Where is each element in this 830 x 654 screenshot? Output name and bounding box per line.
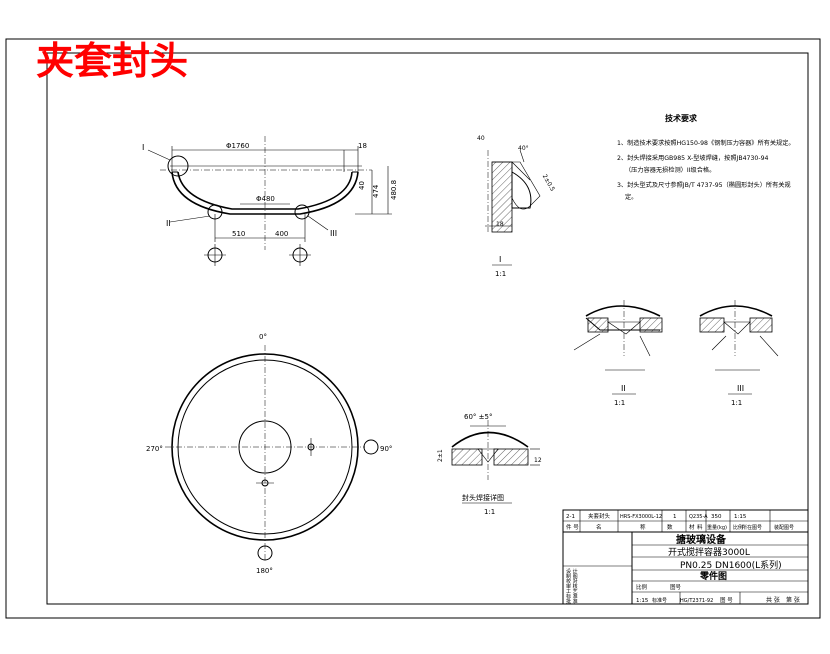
tech-req-item-2: 2、封头焊接采用GB985 X-型坡焊缝，按照JB4730-94 <box>617 154 769 162</box>
part-number: 2-1 <box>566 514 575 520</box>
detail-II: II 1:1 <box>573 300 663 407</box>
weld-angle: 60° ±5° <box>464 413 492 421</box>
approval-check: 校 对 <box>566 578 578 585</box>
hdr-name2: 称 <box>640 523 646 531</box>
main-section-view: Φ1760 18 Φ480 40 474 480.8 510 400 I II … <box>142 136 398 266</box>
tech-req-item-3b: 定。 <box>625 193 637 201</box>
misc-standard-no: HG/T2371-92 <box>680 598 713 604</box>
angle-0: 0° <box>259 333 267 341</box>
hdr-mat2: 料 <box>697 523 703 531</box>
dim-474: 474 <box>372 184 380 198</box>
part-name: 夹套封头 <box>588 512 611 520</box>
approval-review: 审 核 <box>566 583 578 590</box>
misc-sheet-no: 第 张 <box>786 596 800 604</box>
detail-I-label: I <box>499 255 501 264</box>
tech-req-item-3: 3、封头型式及尺寸参照JB/T 4737-95（椭圆形封头）所有关规 <box>617 181 791 189</box>
detail-I: 40 40° 2±0.5 18 I 1:1 <box>477 135 556 278</box>
dim-40: 40 <box>358 181 366 190</box>
detail-I-angle: 40° <box>518 145 529 152</box>
weld-detail: 60° ±5° 2±1 12 封头焊接详图 1:1 <box>437 413 542 516</box>
weld-scale: 1:1 <box>484 508 495 516</box>
misc-scale-label: 比例 <box>636 583 648 591</box>
hdr-mat: 材 <box>689 523 695 531</box>
angle-180: 180° <box>256 567 273 575</box>
hdr-weight: 重量(kg) <box>707 524 727 531</box>
approval-approve: 批 准 <box>566 598 578 605</box>
project-name: 搪玻璃设备 <box>676 533 727 546</box>
detail-I-scale: 1:1 <box>495 270 506 278</box>
detail-II-scale: 1:1 <box>614 399 625 407</box>
dim-outer-diameter: Φ1760 <box>226 142 249 150</box>
misc-scale-value: 1:15 <box>636 598 649 604</box>
drawing-type: 零件图 <box>699 570 727 582</box>
inner-border <box>46 52 809 605</box>
weld-dim-thickness: 12 <box>534 457 542 464</box>
part-weight: 350 <box>711 514 722 520</box>
tech-req-heading: 技术要求 <box>665 113 698 123</box>
title-block: 2-1 夹套封头 HRS-FX3000L-12 1 Q235-A 350 1:1… <box>562 509 809 605</box>
angle-270: 270° <box>146 445 163 453</box>
part-material: Q235-A <box>689 514 708 520</box>
dim-opening: Φ480 <box>256 195 275 203</box>
hdr-name: 名 <box>596 523 602 531</box>
weld-dim-gap: 2±1 <box>437 449 444 462</box>
tech-req-item-2b: （压力容器无损检测）II级合格。 <box>625 166 715 174</box>
angle-90: 90° <box>380 445 392 453</box>
hdr-scale: 比例 <box>733 524 743 531</box>
marker-I: I <box>142 143 144 152</box>
plan-view: 0° 270° 90° 180° <box>146 333 392 575</box>
detail-III: III 1:1 <box>699 300 779 407</box>
hdr-drawing: 所在图号 <box>742 524 762 531</box>
dim-400: 400 <box>275 230 288 238</box>
approval-process: 工 艺 <box>566 589 578 595</box>
tech-req-item-1: 1、制造技术要求按照HG150-98《钢制压力容器》所有关规定。 <box>617 139 795 147</box>
dim-510: 510 <box>232 230 245 238</box>
detail-II-label: II <box>621 384 626 393</box>
hdr-assembly: 装配图号 <box>774 524 794 531</box>
detail-I-gap: 2±0.5 <box>541 173 556 193</box>
approval-design: 设 计 <box>566 568 578 575</box>
outer-border <box>5 38 821 619</box>
detail-III-scale: 1:1 <box>731 399 742 407</box>
approval-standard: 标 准 <box>566 593 578 600</box>
misc-figure-no: 图 号 <box>720 596 733 604</box>
hdr-qty: 数 <box>667 523 673 531</box>
detail-III-label: III <box>737 384 744 393</box>
part-drawing-no: HRS-FX3000L-12 <box>620 514 662 520</box>
vessel-spec: PN0.25 DN1600(L系列) <box>680 559 782 571</box>
dim-flange: 18 <box>358 142 367 150</box>
detail-I-thickness: 18 <box>496 221 504 228</box>
vessel-name: 开式搅拌容器3000L <box>668 546 750 558</box>
misc-figure-label: 图号 <box>670 583 682 591</box>
misc-total-sheets: 共 张 <box>766 596 780 604</box>
misc-standard-label: 标准号 <box>652 597 667 604</box>
tech-requirements: 技术要求 1、制造技术要求按照HG150-98《钢制压力容器》所有关规定。 2、… <box>617 113 795 201</box>
marker-II: II <box>166 219 171 228</box>
approval-draw: 制 图 <box>566 573 578 580</box>
part-qty: 1 <box>673 514 677 520</box>
hdr-no: 件 号 <box>566 523 579 531</box>
part-scale: 1:15 <box>734 514 747 520</box>
marker-III: III <box>330 229 337 238</box>
weld-label: 封头焊接详图 <box>462 493 504 502</box>
dim-480: 480.8 <box>390 180 398 200</box>
detail-I-dim-40: 40 <box>477 135 485 142</box>
drawing-title: 夹套封头 <box>36 38 188 83</box>
